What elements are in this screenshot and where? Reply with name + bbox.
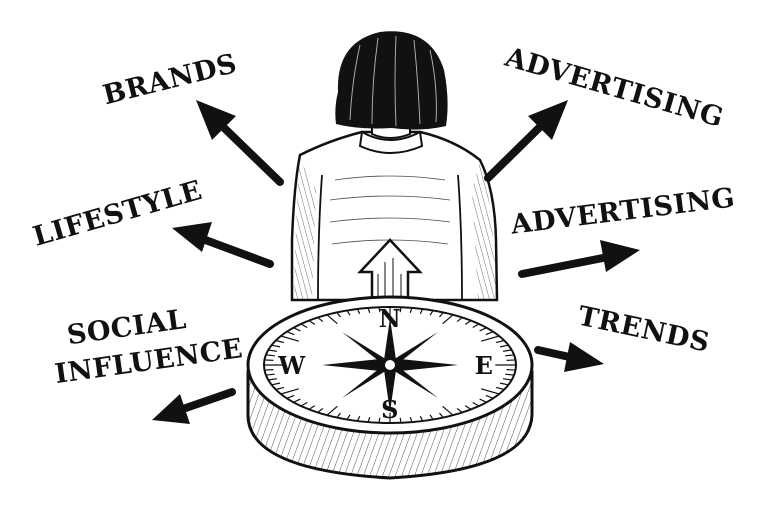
compass-tick	[271, 382, 281, 386]
compass-tick	[399, 307, 402, 313]
compass-tick	[429, 310, 434, 316]
compass-tick	[438, 312, 444, 318]
compass-tick	[481, 388, 500, 395]
compass-tick	[502, 349, 512, 352]
collar	[358, 130, 424, 154]
compass-west: W	[277, 351, 306, 380]
compass-tick	[300, 401, 308, 407]
compass-tick	[505, 354, 515, 357]
compass-tick	[442, 405, 454, 416]
arrow-trends-icon	[534, 342, 604, 372]
sweater	[290, 130, 499, 302]
compass-east: E	[475, 351, 494, 380]
compass-tick	[286, 331, 295, 336]
compass-tick	[438, 412, 444, 418]
arrow-advertising-mid-icon	[518, 240, 640, 278]
compass-tick	[429, 414, 434, 420]
hair	[335, 31, 448, 130]
compass-tick	[293, 398, 301, 403]
compass-north: N	[379, 304, 401, 333]
compass-tick	[275, 386, 285, 391]
compass-tick	[356, 308, 361, 315]
compass-tick	[367, 307, 371, 313]
compass-tick	[275, 339, 285, 344]
compass-tick	[479, 327, 487, 332]
compass-tick	[268, 378, 278, 381]
compass-tick	[268, 349, 278, 352]
compass-tick	[308, 405, 316, 410]
compass-tick	[419, 308, 424, 315]
compass-tick	[495, 386, 505, 391]
compass-tick	[367, 417, 371, 423]
label-brands: BRANDS	[100, 48, 240, 111]
compass-tick	[502, 378, 512, 381]
compass-tick	[399, 417, 402, 423]
compass-tick	[479, 398, 487, 403]
compass-tick	[505, 373, 515, 376]
compass-tick	[356, 415, 361, 422]
arrow-social-influence-icon	[152, 388, 236, 424]
compass-tick	[336, 312, 342, 318]
compass-south: S	[381, 395, 399, 424]
compass-tick	[317, 317, 324, 323]
compass-tick	[442, 314, 454, 325]
arrow-lifestyle-icon	[172, 222, 274, 268]
compass-tick	[456, 317, 463, 323]
compass-tick	[300, 323, 308, 329]
compass-tick	[495, 339, 505, 344]
compass: N S W E	[246, 295, 534, 480]
compass-tick	[308, 320, 316, 325]
person-figure	[290, 31, 499, 302]
compass-tick	[346, 414, 351, 420]
compass-tick	[286, 394, 295, 399]
compass-tick	[456, 407, 463, 413]
compass-tick	[472, 401, 480, 407]
arrow-advertising-top-icon	[484, 100, 568, 182]
compass-tick	[409, 417, 413, 423]
compass-tick	[481, 335, 500, 342]
compass-tick	[464, 320, 472, 325]
arrow-brands-icon	[196, 100, 284, 186]
compass-tick	[326, 405, 338, 416]
compass-tick	[485, 331, 494, 336]
compass-tick	[265, 354, 275, 357]
compass-tick	[378, 417, 381, 423]
compass-tick	[464, 405, 472, 410]
compass-tick	[499, 382, 509, 386]
compass-tick	[326, 314, 338, 325]
compass-tick	[499, 344, 509, 348]
compass-tick	[419, 415, 424, 422]
compass-rose-icon	[322, 318, 458, 412]
compass-tick	[271, 344, 281, 348]
label-lifestyle: LIFESTYLE	[30, 175, 206, 253]
label-trends: TRENDS	[575, 301, 712, 359]
compass-tick	[378, 307, 381, 313]
compass-tick	[317, 407, 324, 413]
compass-tick	[280, 335, 299, 342]
compass-tick	[293, 327, 301, 332]
compass-tick	[336, 412, 342, 418]
compass-tick	[485, 394, 494, 399]
compass-tick	[346, 310, 351, 316]
up-arrow-icon	[357, 238, 423, 302]
compass-tick	[472, 323, 480, 329]
compass-tick	[265, 373, 275, 376]
label-advertising-mid: ADVERTISING	[508, 182, 737, 240]
compass-tick	[409, 307, 413, 313]
compass-tick	[280, 388, 299, 395]
